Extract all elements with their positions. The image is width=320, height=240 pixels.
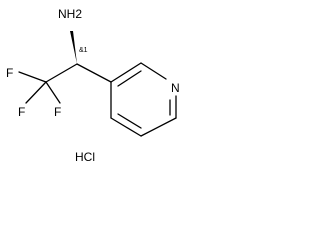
ring-bond-4 [140,117,177,137]
bond-wedge-amine [70,31,77,64]
stereo-label: &1 [79,47,88,54]
molecule-structure: NH2 &1 F F F N [6,7,180,137]
ring-nitrogen-label: N [171,81,180,95]
fluorine-label-1: F [6,66,13,80]
ring-bond-1 [110,62,142,83]
bond-f3 [45,81,61,104]
bond-f1 [18,71,47,83]
ring-double-1 [117,70,142,87]
bond-cf3 [45,63,78,83]
ring-double-3 [117,113,142,129]
bond-ring-link [76,63,112,83]
bond-f2 [25,81,47,104]
ring-bond-2 [140,62,167,80]
fluorine-label-2: F [18,105,25,119]
fluorine-label-3: F [54,105,61,119]
amine-label: NH2 [58,7,82,21]
ring-bond-5 [110,117,142,137]
salt-label: HCl [75,150,95,164]
